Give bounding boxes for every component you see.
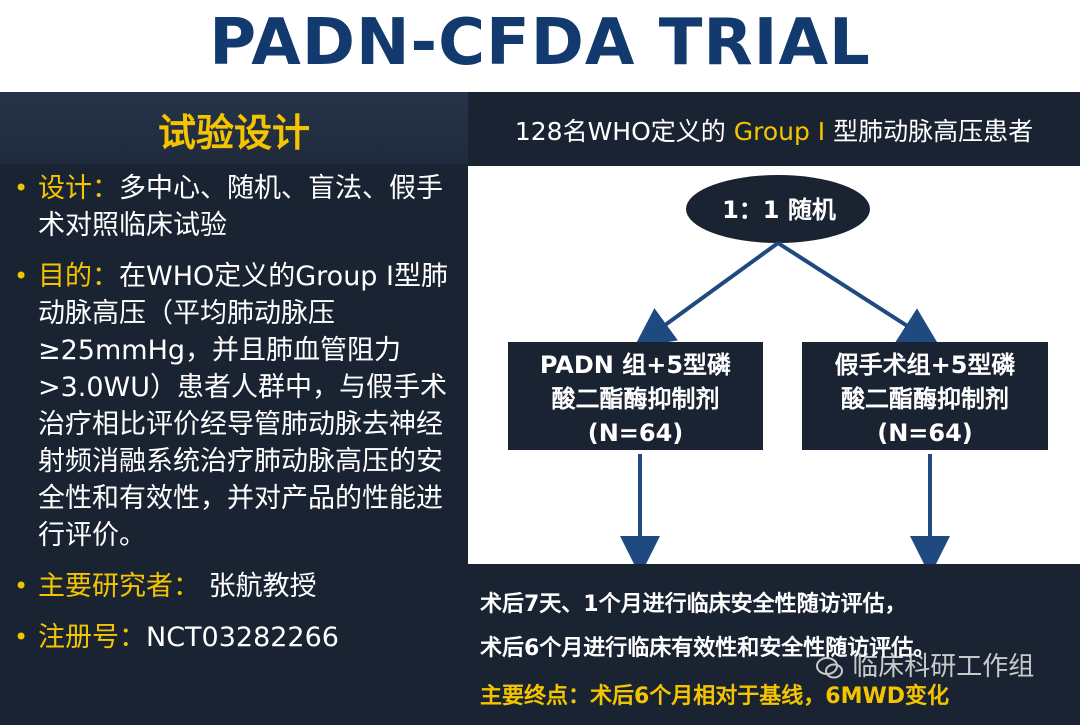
- trial-design-heading-text: 试验设计: [157, 111, 310, 155]
- trial-design-heading: 试验设计: [0, 92, 468, 164]
- followup-panel: 术后7天、1个月进行临床安全性随访评估， 术后6个月进行临床有效性和安全性随访评…: [468, 564, 1080, 725]
- sham-line-2: 酸二酯酶抑制剂: [841, 385, 1009, 413]
- bullet-investigator: • 主要研究者： 张航教授: [12, 568, 462, 605]
- randomization-label: 1：1 随机: [722, 196, 836, 224]
- followup-efficacy: 术后6个月进行临床有效性和安全性随访评估。: [480, 636, 936, 661]
- registration-text: NCT03282266: [146, 622, 339, 653]
- arrow-to-padn: [633, 241, 780, 348]
- padn-line-2: 酸二酯酶抑制剂: [551, 385, 720, 413]
- sham-group-box: 假手术组+5型磷 酸二酯酶抑制剂 (N=64): [802, 342, 1048, 450]
- bullet-dot-icon: •: [14, 623, 29, 651]
- purpose-text: 在WHO定义的Group I型肺动脉高压（平均肺动脉压≥25mmHg，并且肺血管…: [38, 261, 448, 551]
- followup-safety: 术后7天、1个月进行临床安全性随访评估，: [480, 592, 907, 617]
- population-text: 128名WHO定义的 Group I 型肺动脉高压患者: [515, 112, 1033, 148]
- watermark: 临床科研工作组: [816, 646, 1034, 686]
- population-condition: 型肺动脉高压患者: [825, 117, 1034, 146]
- investigator-key: 主要研究者：: [38, 571, 200, 602]
- bullet-dot-icon: •: [14, 262, 29, 290]
- bullet-purpose: • 目的：在WHO定义的Group I型肺动脉高压（平均肺动脉压≥25mmHg，…: [12, 258, 462, 554]
- randomization-flowchart: 1：1 随机 PADN 组+5型磷 酸二酯酶抑制剂 (N=64) 假手术组+5型…: [468, 166, 1080, 564]
- watermark-text: 临床科研工作组: [852, 652, 1035, 682]
- population-count: 128名WHO定义的: [514, 117, 734, 146]
- population-header: 128名WHO定义的 Group I 型肺动脉高压患者: [468, 92, 1080, 166]
- bullet-registration: • 注册号：NCT03282266: [12, 619, 462, 656]
- bullet-dot-icon: •: [14, 174, 29, 202]
- investigator-text: 张航教授: [208, 571, 317, 602]
- sham-line-1: 假手术组+5型磷: [834, 351, 1016, 379]
- bullet-design: • 设计：多中心、随机、盲法、假手术对照临床试验: [12, 170, 462, 244]
- slide-title: PADN-CFDA TRIAL: [209, 6, 871, 80]
- sham-line-3: (N=64): [877, 419, 973, 447]
- padn-line-3: (N=64): [587, 419, 684, 447]
- design-key: 设计：: [38, 173, 119, 204]
- flowchart-arrows: [620, 175, 950, 564]
- padn-group-box: PADN 组+5型磷 酸二酯酶抑制剂 (N=64): [508, 342, 763, 450]
- wechat-icon: [816, 656, 843, 678]
- registration-key: 注册号：: [38, 622, 146, 653]
- title-bar: PADN-CFDA TRIAL: [0, 0, 1080, 92]
- primary-endpoint: 主要终点：术后6个月相对于基线，6MWD变化: [480, 684, 950, 709]
- bullet-dot-icon: •: [14, 572, 29, 600]
- design-bullet-list: • 设计：多中心、随机、盲法、假手术对照临床试验 • 目的：在WHO定义的Gro…: [12, 170, 462, 670]
- design-text: 多中心、随机、盲法、假手术对照临床试验: [38, 173, 443, 241]
- arrow-to-sham: [776, 241, 940, 347]
- randomization-ellipse: [686, 175, 870, 243]
- population-group-highlight: Group I: [733, 117, 826, 146]
- padn-line-1: PADN 组+5型磷: [539, 351, 732, 379]
- trial-design-panel: 试验设计 • 设计：多中心、随机、盲法、假手术对照临床试验 • 目的：在WHO定…: [0, 92, 468, 725]
- purpose-key: 目的：: [38, 261, 119, 292]
